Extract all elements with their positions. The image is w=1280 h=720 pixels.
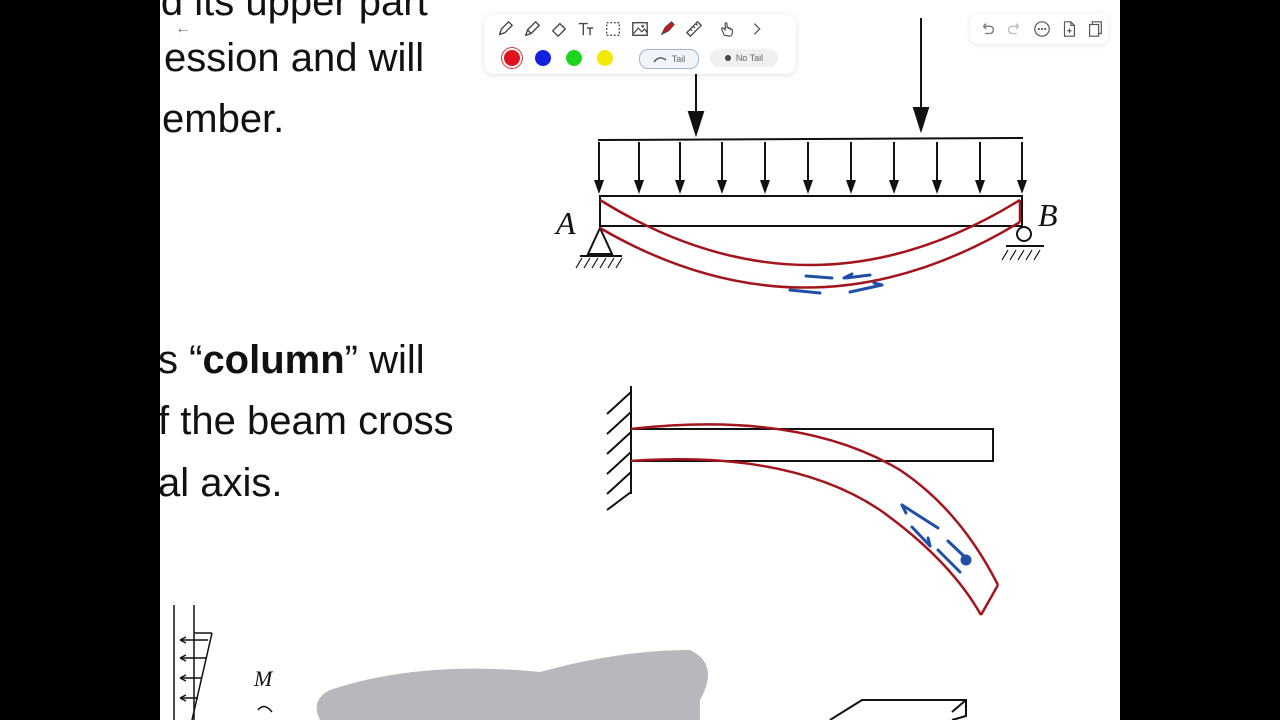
color-swatch-yellow[interactable] [597, 50, 613, 66]
slide-text-line-6: al axis. [160, 461, 283, 505]
blue-stress-arrows-2 [900, 503, 972, 574]
grey-scribble [316, 650, 708, 720]
undo-icon[interactable] [976, 18, 998, 40]
more-options-icon[interactable] [1031, 18, 1053, 40]
redo-icon[interactable] [1004, 18, 1026, 40]
wall-hatch [606, 391, 632, 511]
slide-text-line-2: ession and will [164, 36, 425, 80]
column-prefix: s “ [160, 338, 203, 382]
tail-label: Tail [671, 54, 686, 64]
no-tail-option-button[interactable]: No Tail [710, 49, 778, 67]
drawing-layer: A B [173, 18, 1058, 720]
cantilever-beam-diagram [606, 386, 994, 511]
slide-text-line-5: f the beam cross [160, 399, 454, 443]
tail-curve-icon [653, 57, 667, 63]
text-tool-icon[interactable] [575, 18, 597, 40]
cantilever-rectangle [630, 428, 994, 462]
color-swatch-red[interactable] [504, 50, 520, 66]
color-swatch-blue[interactable] [535, 50, 551, 66]
column-suffix: ” will [344, 338, 425, 382]
distributed-load-arrowheads [594, 180, 1027, 194]
slide-text-line-1: id its upper part [160, 0, 428, 24]
stress-distribution-diagram [173, 605, 273, 720]
ground-hatch-b [1001, 249, 1041, 261]
point-load-1-arrowhead [687, 111, 705, 138]
hand-tool-icon[interactable] [716, 18, 738, 40]
dot-icon [724, 55, 731, 61]
pencil-icon[interactable] [521, 18, 543, 40]
distributed-load-top [597, 137, 1024, 141]
red-deflection-sketch [599, 198, 1022, 289]
slide-canvas: id its upper part ession and will ember.… [160, 0, 1120, 720]
moment-label: M [253, 666, 274, 691]
no-tail-label: No Tail [735, 53, 764, 63]
roller-support-b [1016, 226, 1032, 242]
ground-hatch-a [575, 257, 623, 269]
red-cantilever-deflection [630, 423, 1000, 616]
beam-rectangle [599, 195, 1023, 227]
annotation-toolbar: Tail No Tail [484, 14, 796, 74]
tail-option-button[interactable]: Tail [639, 49, 699, 69]
eraser-icon[interactable] [548, 18, 570, 40]
add-page-icon[interactable] [1058, 18, 1080, 40]
color-swatch-green[interactable] [566, 50, 582, 66]
pin-support-a [586, 225, 614, 255]
blue-stress-arrows-1 [788, 272, 884, 295]
lasso-select-icon[interactable] [602, 18, 624, 40]
support-label-a: A [554, 205, 576, 241]
ruler-icon[interactable] [683, 18, 705, 40]
pen-icon[interactable] [494, 18, 516, 40]
point-load-2-arrowhead [912, 107, 930, 134]
bottom-beam-diagram [829, 699, 967, 720]
image-icon[interactable] [629, 18, 651, 40]
slide-text-column-line: s “column” will [160, 340, 425, 380]
highlighter-icon[interactable] [656, 18, 678, 40]
document-toolbar [970, 14, 1108, 44]
column-keyword: column [202, 338, 345, 382]
support-label-b: B [1038, 197, 1058, 233]
slide-text-line-3: ember. [162, 97, 285, 141]
chevron-right-icon[interactable] [746, 18, 768, 40]
pages-icon[interactable] [1084, 18, 1106, 40]
back-arrow-icon[interactable]: ← [175, 20, 191, 37]
